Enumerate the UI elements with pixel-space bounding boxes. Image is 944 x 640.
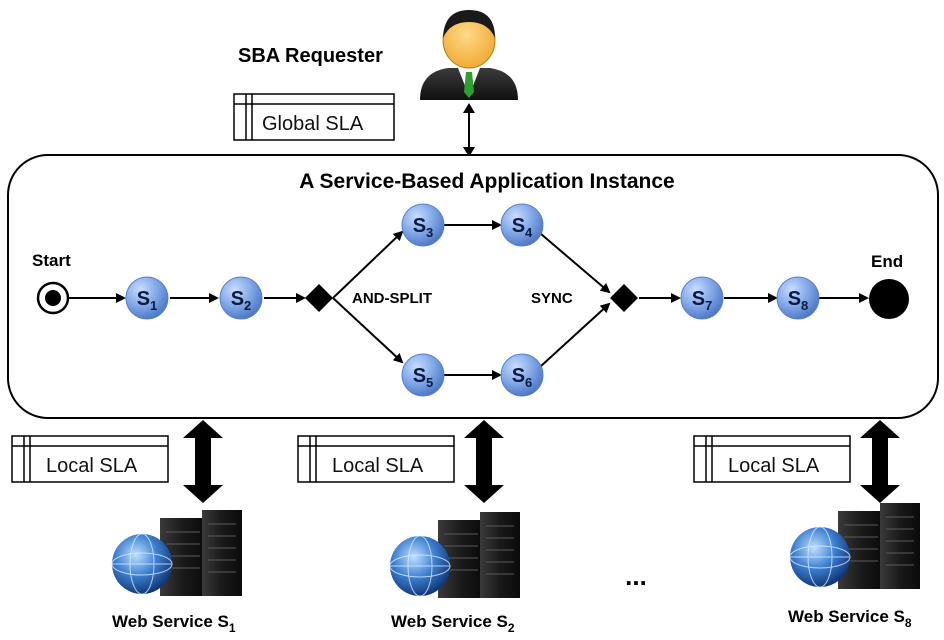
start-label: Start <box>32 251 71 270</box>
and-split-label: AND-SPLIT <box>352 290 432 307</box>
application-title: A Service-Based Application Instance <box>299 170 674 193</box>
server-globe-icon <box>789 503 920 589</box>
service-link-arrow-2 <box>464 420 504 503</box>
service-link-arrow-3 <box>860 420 900 503</box>
web-service-label-1: Web Service S1 <box>112 612 236 635</box>
server-globe-icon <box>389 512 520 598</box>
server-globe-icon <box>111 510 242 596</box>
web-service-label-2: Web Service S2 <box>391 612 515 635</box>
web-service-label-8: Web Service S8 <box>788 607 912 630</box>
start-node <box>36 281 70 315</box>
service-node-s5: S5 <box>401 353 445 397</box>
local-sla-document-1: Local SLA <box>11 435 169 483</box>
service-node-s4: S4 <box>500 203 544 247</box>
svg-text:S1: S1 <box>137 288 158 313</box>
and-split-gateway <box>305 284 333 312</box>
service-node-s3: S3 <box>401 203 445 247</box>
requester-person-icon <box>420 10 518 100</box>
svg-text:S7: S7 <box>692 288 713 313</box>
service-link-arrow-1 <box>183 420 223 503</box>
service-node-s7: S7 <box>680 276 724 320</box>
requester-link-arrow <box>463 103 475 157</box>
service-node-s1: S1 <box>125 276 169 320</box>
global-sla-label: Global SLA <box>262 113 364 135</box>
application-container <box>7 154 939 419</box>
svg-text:S8: S8 <box>788 288 809 313</box>
local-sla-document-2: Local SLA <box>297 435 455 483</box>
svg-text:S6: S6 <box>512 365 533 390</box>
requester-label: SBA Requester <box>238 45 383 67</box>
local-sla-document-3: Local SLA <box>693 435 851 483</box>
svg-text:S4: S4 <box>512 215 533 240</box>
local-sla-label: Local SLA <box>46 455 138 477</box>
svg-text:S2: S2 <box>231 288 252 313</box>
local-sla-label: Local SLA <box>332 455 424 477</box>
sync-gateway <box>610 284 638 312</box>
svg-text:S5: S5 <box>413 365 434 390</box>
svg-text:S3: S3 <box>413 215 434 240</box>
service-node-s8: S8 <box>776 276 820 320</box>
ellipsis: ... <box>625 561 647 591</box>
service-node-s2: S2 <box>219 276 263 320</box>
flow-edges <box>69 220 869 380</box>
end-node <box>869 279 909 319</box>
sync-label: SYNC <box>531 290 573 307</box>
service-node-s6: S6 <box>500 353 544 397</box>
end-label: End <box>871 252 903 271</box>
global-sla-document: Global SLA <box>233 93 395 141</box>
local-sla-label: Local SLA <box>728 455 820 477</box>
